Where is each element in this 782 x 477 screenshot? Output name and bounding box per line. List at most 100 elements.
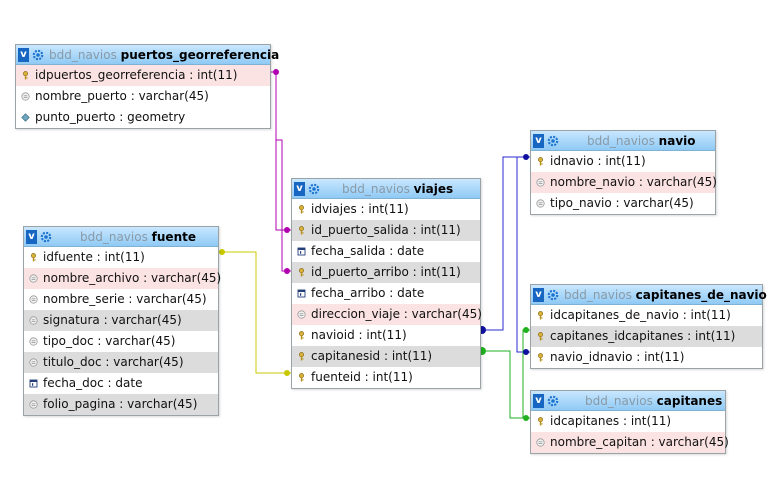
column-label: navioid : int(11) (311, 328, 407, 342)
relation-capitanes-viajes (479, 350, 530, 419)
collapse-toggle-icon[interactable]: v (294, 181, 305, 196)
key-icon (29, 253, 38, 262)
column-row[interactable]: idfuente : int(11) (24, 247, 218, 268)
column-row[interactable]: folio_pagina : varchar(45) (24, 394, 218, 415)
table-name: capitanes (656, 393, 723, 408)
text-column-icon (536, 199, 545, 208)
key-icon (297, 205, 306, 214)
column-row[interactable]: fecha_arribo : date (292, 283, 480, 304)
column-label: fecha_salida : date (311, 244, 425, 258)
relation-capitanes-capitanes-de-navio (522, 329, 530, 418)
collapse-toggle-icon[interactable]: v (26, 229, 37, 244)
table-header[interactable]: v bdd_navios navio (531, 131, 715, 151)
collapse-toggle-icon[interactable]: v (18, 47, 29, 62)
text-column-icon (29, 400, 38, 409)
database-name: bdd_navios (80, 229, 148, 244)
column-row[interactable]: idviajes : int(11) (292, 199, 480, 220)
column-row[interactable]: fuenteid : int(11) (292, 367, 480, 388)
column-row[interactable]: idpuertos_georreferencia : int(11) (16, 65, 270, 86)
key-icon (297, 331, 306, 340)
column-row[interactable]: fecha_salida : date (292, 241, 480, 262)
column-label: folio_pagina : varchar(45) (43, 397, 198, 411)
gear-icon[interactable] (547, 135, 559, 147)
column-label: idfuente : int(11) (43, 250, 145, 264)
table-viajes[interactable]: v bdd_navios viajes idviajes : int(11) id… (291, 178, 482, 389)
column-label: nombre_puerto : varchar(45) (35, 89, 209, 103)
relation-navio-viajes (479, 156, 530, 331)
connector-dot (523, 327, 529, 333)
table-name: navio (658, 133, 696, 148)
column-row[interactable]: capitanesid : int(11) (292, 346, 480, 367)
column-row[interactable]: nombre_capitan : varchar(45) (531, 432, 729, 453)
column-row[interactable]: navio_idnavio : int(11) (531, 347, 762, 368)
column-label: capitanesid : int(11) (311, 349, 433, 363)
column-label: fecha_arribo : date (311, 286, 425, 300)
column-label: signatura : varchar(45) (43, 313, 182, 327)
table-navio[interactable]: v bdd_navios navio idnavio : int(11)nomb… (530, 130, 717, 215)
column-label: nombre_archivo : varchar(45) (43, 271, 222, 285)
connector-dot (284, 268, 290, 274)
column-row[interactable]: tipo_doc : varchar(45) (24, 331, 218, 352)
gear-icon[interactable] (308, 183, 320, 195)
table-header[interactable]: v bdd_navios capitanes_de_navio (531, 285, 767, 305)
table-name: fuente (151, 229, 196, 244)
gear-icon[interactable] (32, 49, 44, 61)
column-row[interactable]: titulo_doc : varchar(45) (24, 352, 218, 373)
table-header[interactable]: v bdd_navios puertos_georreferencia (16, 45, 279, 65)
column-row[interactable]: nombre_serie : varchar(45) (24, 289, 218, 310)
table-capitanes[interactable]: v bdd_navios capitanes idcapitanes : int… (530, 390, 729, 454)
column-row[interactable]: idnavio : int(11) (531, 151, 715, 172)
connector-dot (219, 249, 225, 255)
column-row[interactable]: tipo_navio : varchar(45) (531, 193, 715, 214)
column-row[interactable]: idcapitanes : int(11) (531, 411, 725, 432)
relation-puertos-arribo (276, 139, 291, 272)
text-column-icon (536, 438, 545, 447)
column-row[interactable]: nombre_archivo : varchar(45) (24, 268, 222, 289)
column-label: direccion_viaje : varchar(45) (311, 307, 482, 321)
key-icon (297, 226, 306, 235)
column-row[interactable]: punto_puerto : geometry (16, 107, 270, 128)
key-icon (297, 352, 306, 361)
key-icon (536, 353, 545, 362)
date-icon (297, 247, 306, 256)
column-row[interactable]: navioid : int(11) (292, 325, 480, 346)
table-header[interactable]: v bdd_navios capitanes (531, 391, 725, 411)
table-fuente[interactable]: v bdd_navios fuente idfuente : int(11) no… (23, 226, 222, 416)
column-row[interactable]: idcapitanes_de_navio : int(11) (531, 305, 762, 326)
database-name: bdd_navios (564, 287, 632, 302)
gear-icon[interactable] (547, 395, 559, 407)
text-column-icon (29, 337, 38, 346)
text-column-icon (29, 316, 38, 325)
column-row[interactable]: capitanes_idcapitanes : int(11) (531, 326, 762, 347)
collapse-toggle-icon[interactable]: v (533, 393, 544, 408)
table-header[interactable]: v bdd_navios fuente (24, 227, 218, 247)
column-row[interactable]: id_puerto_arribo : int(11) (292, 262, 480, 283)
column-label: idcapitanes_de_navio : int(11) (550, 308, 731, 322)
database-name: bdd_navios (49, 47, 117, 62)
database-name: bdd_navios (587, 133, 655, 148)
column-row[interactable]: fecha_doc : date (24, 373, 218, 394)
column-row[interactable]: nombre_puerto : varchar(45) (16, 86, 270, 107)
table-header[interactable]: v bdd_navios viajes (292, 179, 480, 199)
column-label: idviajes : int(11) (311, 202, 409, 216)
column-label: titulo_doc : varchar(45) (43, 355, 184, 369)
column-row[interactable]: signatura : varchar(45) (24, 310, 218, 331)
table-puertos-georreferencia[interactable]: v bdd_navios puertos_georreferencia idpu… (15, 44, 279, 129)
column-row[interactable]: direccion_viaje : varchar(45) (292, 304, 482, 325)
column-row[interactable]: id_puerto_salida : int(11) (292, 220, 480, 241)
column-row[interactable]: nombre_navio : varchar(45) (531, 172, 717, 193)
gear-icon[interactable] (547, 289, 559, 301)
table-name: viajes (413, 181, 454, 196)
collapse-toggle-icon[interactable]: v (533, 133, 544, 148)
key-icon (297, 373, 306, 382)
collapse-toggle-icon[interactable]: v (533, 287, 544, 302)
text-column-icon (29, 274, 38, 283)
table-capitanes-de-navio[interactable]: v bdd_navios capitanes_de_navio idcapita… (530, 284, 767, 369)
column-label: navio_idnavio : int(11) (550, 350, 685, 364)
column-label: nombre_serie : varchar(45) (43, 292, 207, 306)
gear-icon[interactable] (40, 231, 52, 243)
connector-dot (523, 349, 529, 355)
connector-dot (273, 69, 279, 75)
relation-fuente-viajes (218, 251, 291, 374)
